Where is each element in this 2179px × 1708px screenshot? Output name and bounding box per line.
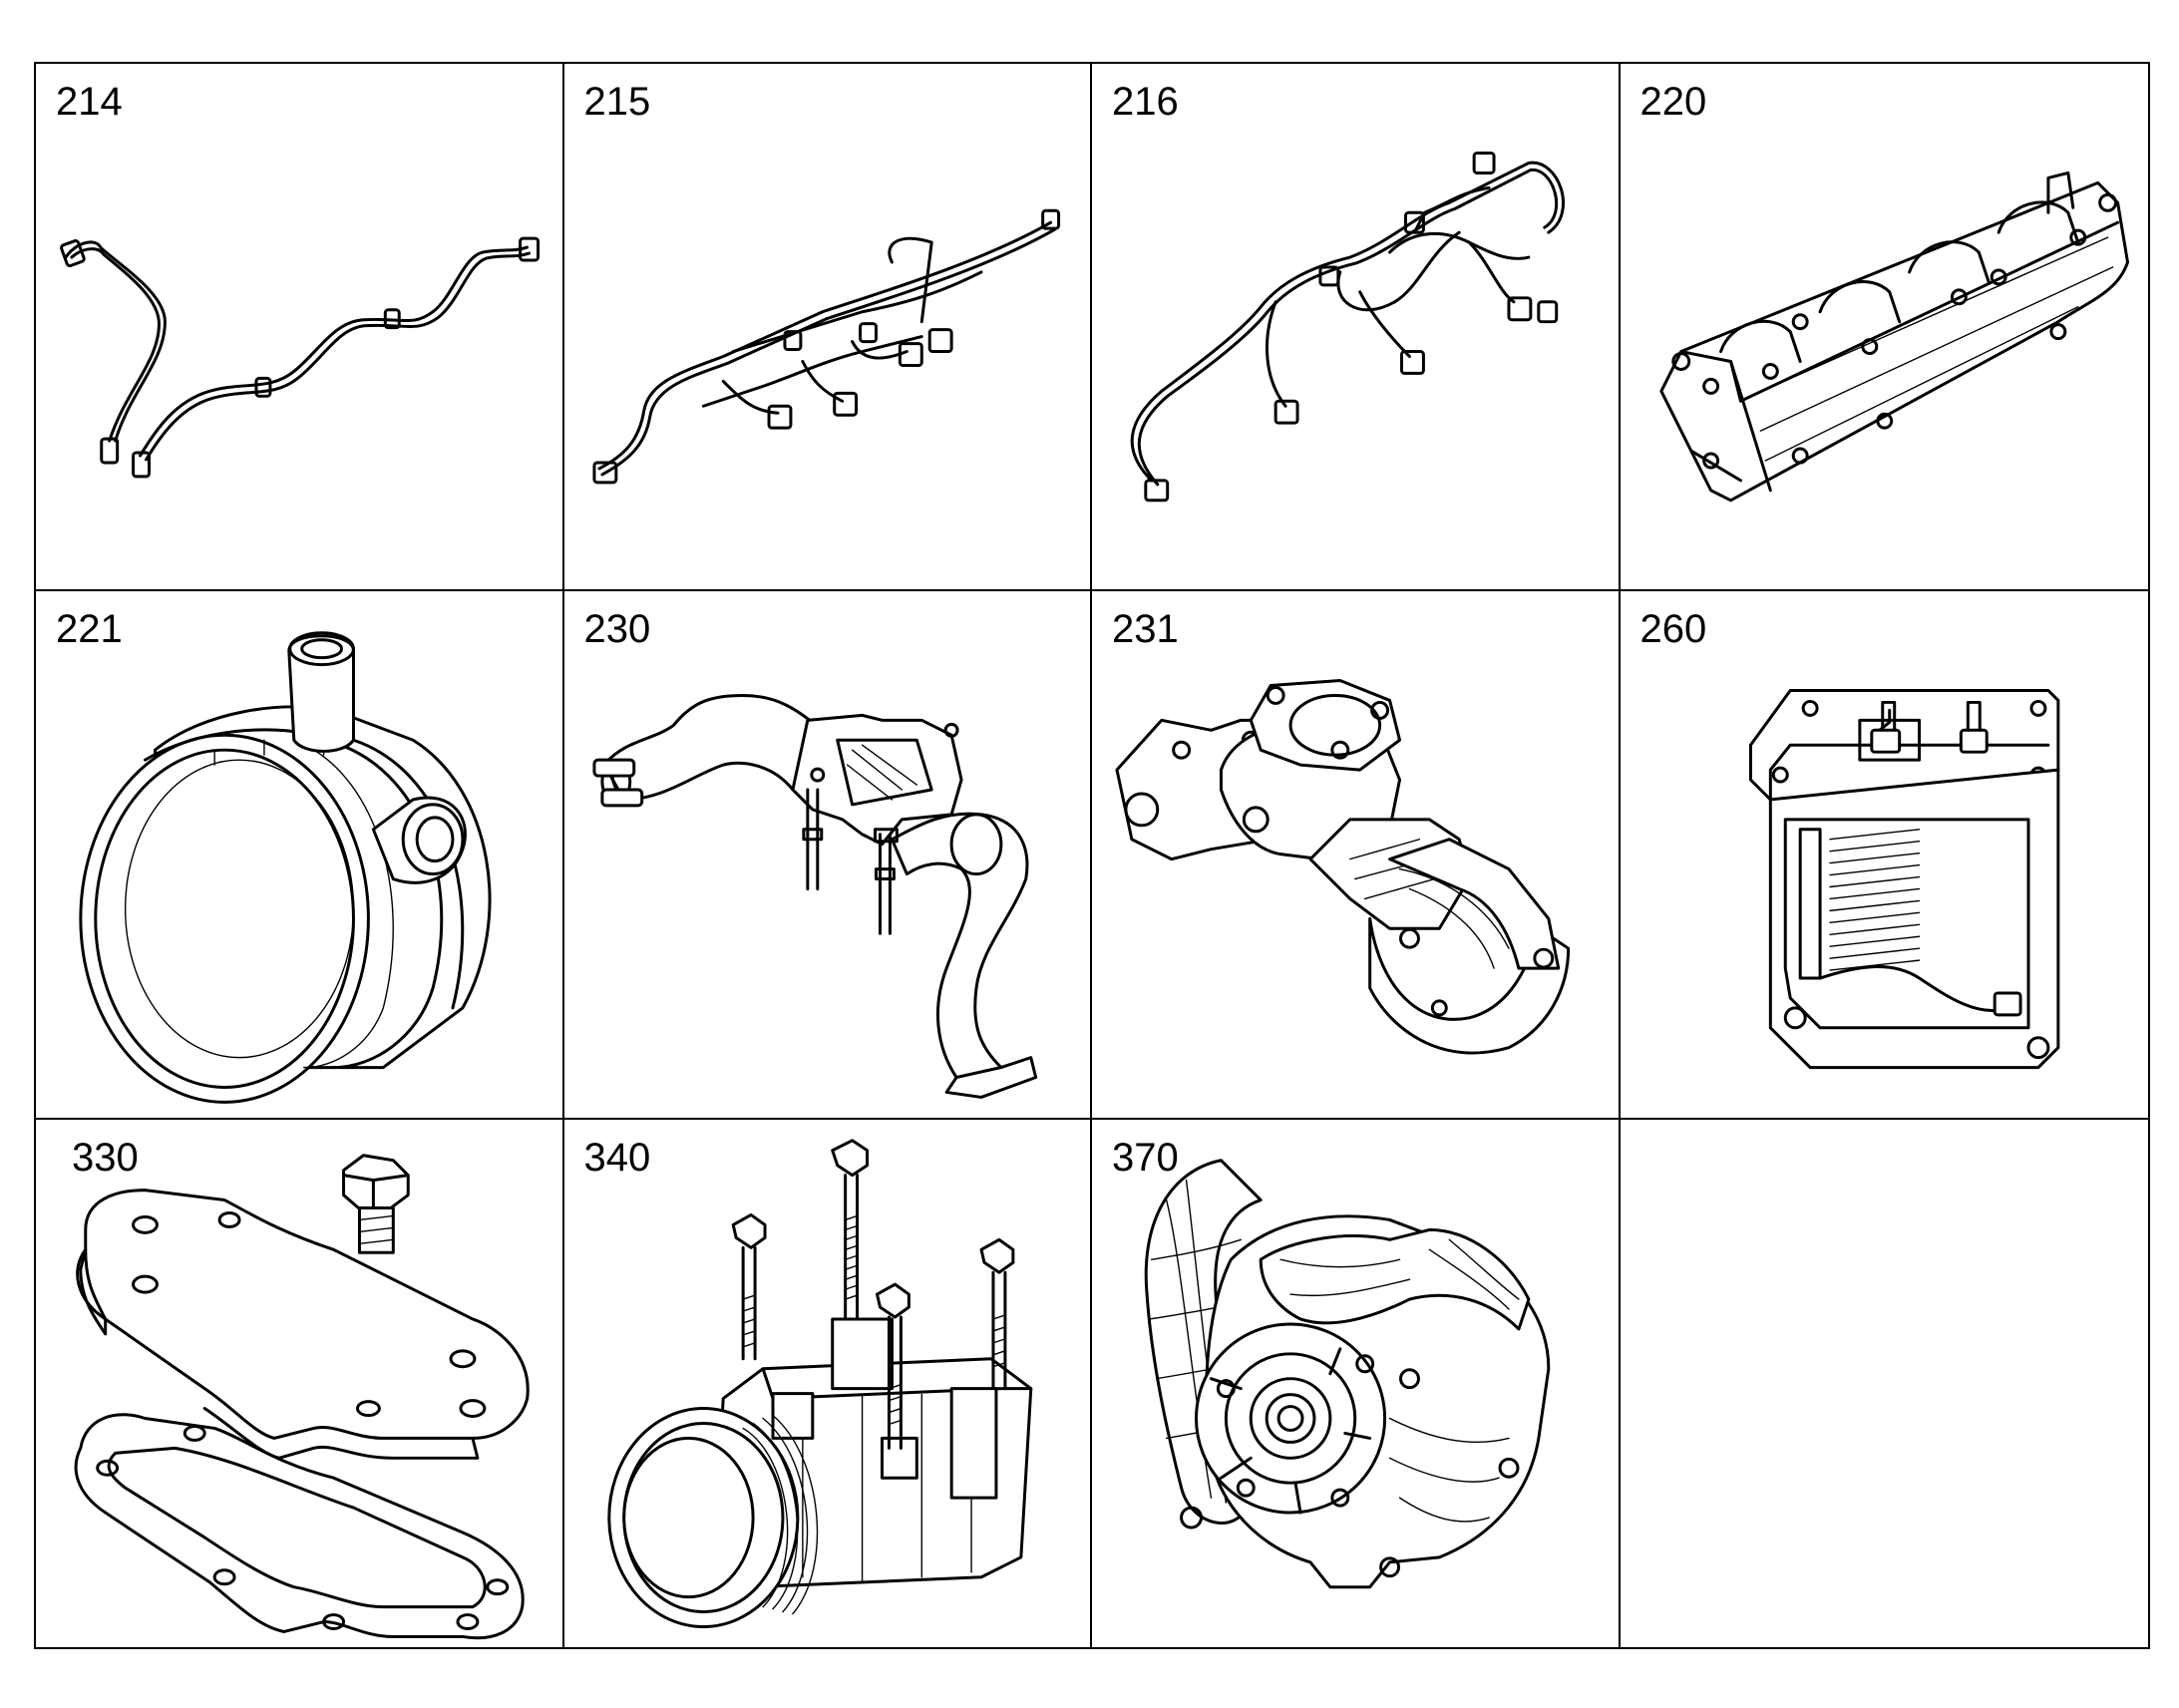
valve-cover-icon [1658, 171, 2129, 503]
part-number: 231 [1112, 607, 1179, 652]
coolant-pipe-assembly-icon [591, 694, 1037, 1100]
fuel-lines-icon [60, 236, 541, 479]
part-cell-330[interactable]: 330 [36, 1119, 564, 1647]
part-number: 220 [1639, 80, 1707, 124]
ac-compressor-icon [606, 1138, 1032, 1628]
fuel-injection-lines-alt-icon [1130, 152, 1565, 503]
part-cell-230[interactable]: 230 [563, 591, 1092, 1120]
fuel-injection-lines-icon [591, 208, 1060, 485]
part-cell-221[interactable]: 221 [36, 591, 564, 1120]
part-number: 370 [1112, 1135, 1179, 1180]
part-cell-370[interactable]: 370 [1092, 1119, 1621, 1647]
part-cell-340[interactable]: 340 [564, 1119, 1092, 1647]
part-number: 340 [583, 1135, 651, 1180]
part-number: 230 [583, 607, 651, 652]
turbo-housing-icon [79, 631, 492, 1105]
part-cell-260[interactable]: 260 [1620, 591, 2148, 1120]
empty-cell [1621, 1120, 2149, 1647]
part-number: 216 [1112, 80, 1179, 124]
oil-cooler-icon [1748, 689, 2059, 1070]
part-number: 214 [56, 80, 123, 124]
part-number: 330 [72, 1135, 139, 1180]
part-cell-214[interactable]: 214 [36, 64, 564, 592]
part-cell-231[interactable]: 231 [1092, 591, 1621, 1120]
part-number: 260 [1639, 607, 1707, 652]
part-number: 221 [56, 607, 123, 652]
water-pump-icon [1144, 1158, 1551, 1588]
part-cell-216[interactable]: 216 [1092, 64, 1621, 592]
part-cell-220[interactable]: 220 [1620, 64, 2148, 592]
parts-grid: 214 215 [34, 62, 2150, 1649]
part-cell-215[interactable]: 215 [563, 64, 1092, 592]
cover-plate-gasket-icon [74, 1153, 530, 1639]
part-number: 215 [583, 80, 651, 124]
thermostat-housing-icon [1115, 679, 1571, 1055]
